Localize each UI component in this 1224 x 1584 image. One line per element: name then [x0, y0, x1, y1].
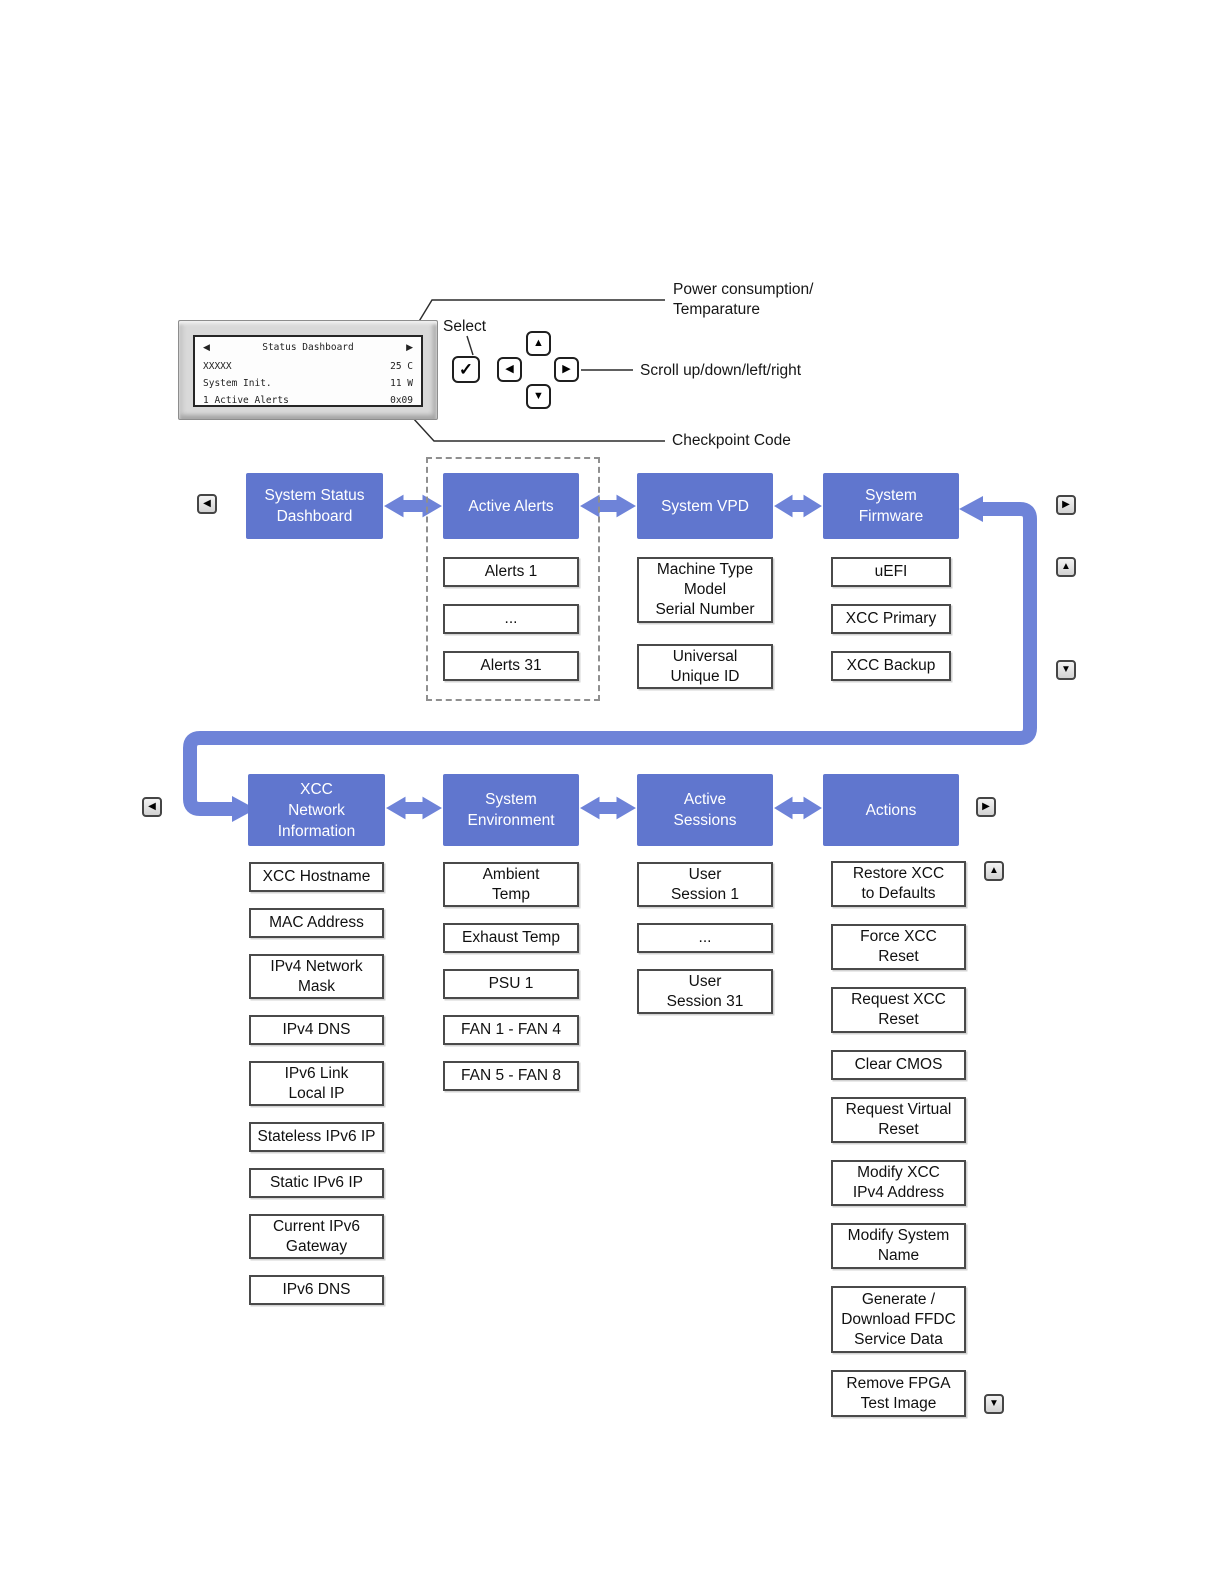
row1-nav-left-button: ◀ — [197, 494, 217, 514]
option-user-session-31: User Session 31 — [637, 969, 773, 1014]
lcd-left-arrow-icon: ◀ — [203, 342, 210, 353]
row1-nav-right-button: ▶ — [1056, 495, 1076, 515]
menu-actions: Actions — [823, 774, 959, 846]
row1-nav-down-button: ▼ — [1056, 660, 1076, 680]
down-arrow-icon: ▼ — [989, 1398, 999, 1409]
scroll-right-button: ▶ — [554, 357, 579, 382]
option-universal-unique-id: Universal Unique ID — [637, 644, 773, 689]
option-uefi: uEFI — [831, 557, 951, 587]
check-icon: ✓ — [458, 360, 474, 379]
option-alerts-1: Alerts 1 — [443, 557, 579, 587]
down-arrow-icon: ▼ — [533, 390, 544, 402]
menu-xcc-network-information: XCC Network Information — [248, 774, 385, 846]
down-arrow-icon: ▼ — [1061, 664, 1071, 675]
up-arrow-icon: ▲ — [1061, 561, 1071, 572]
menu-system-environment: System Environment — [443, 774, 579, 846]
menu-active-alerts: Active Alerts — [443, 473, 579, 539]
option-user-session-ellipsis: ... — [637, 923, 773, 953]
option-generate-ffdc: Generate / Download FFDC Service Data — [831, 1286, 966, 1353]
row2-nav-right-button: ▶ — [976, 797, 996, 817]
option-xcc-primary: XCC Primary — [831, 604, 951, 634]
option-modify-xcc-ipv4: Modify XCC IPv4 Address — [831, 1160, 966, 1206]
left-arrow-icon: ◀ — [203, 498, 211, 509]
option-ipv4-dns: IPv4 DNS — [249, 1015, 384, 1045]
menu-system-vpd: System VPD — [637, 473, 773, 539]
lcd-title: Status Dashboard — [262, 342, 354, 353]
right-arrow-icon: ▶ — [1062, 499, 1070, 510]
active-alerts-dashed-group — [426, 457, 600, 701]
menu-system-status-dashboard: System Status Dashboard — [246, 473, 383, 539]
right-arrow-icon: ▶ — [982, 801, 990, 812]
select-leader-line — [466, 335, 474, 356]
lcd-right-arrow-icon: ▶ — [406, 342, 413, 353]
up-arrow-icon: ▲ — [989, 865, 999, 876]
left-arrow-icon: ◀ — [148, 801, 156, 812]
option-user-session-1: User Session 1 — [637, 862, 773, 907]
option-ipv6-link-local-ip: IPv6 Link Local IP — [249, 1061, 384, 1106]
scroll-label: Scroll up/down/left/right — [640, 362, 802, 379]
lcd-row-power: System Init.11 W — [203, 378, 413, 389]
option-xcc-hostname: XCC Hostname — [249, 862, 384, 892]
menu-active-sessions: Active Sessions — [637, 774, 773, 846]
option-ambient-temp: Ambient Temp — [443, 862, 579, 907]
option-ipv6-dns: IPv6 DNS — [249, 1275, 384, 1305]
option-fan-1-4: FAN 1 - FAN 4 — [443, 1015, 579, 1045]
option-psu-1: PSU 1 — [443, 969, 579, 999]
option-clear-cmos: Clear CMOS — [831, 1050, 966, 1080]
option-stateless-ipv6-ip: Stateless IPv6 IP — [249, 1122, 384, 1152]
row2-nav-up-button: ▲ — [984, 861, 1004, 881]
wrap-connector-arrowhead-left — [959, 496, 983, 522]
option-force-xcc-reset: Force XCC Reset — [831, 924, 966, 970]
scroll-up-button: ▲ — [526, 331, 551, 356]
row2-nav-down-button: ▼ — [984, 1394, 1004, 1414]
menu-system-firmware: System Firmware — [823, 473, 959, 539]
option-mac-address: MAC Address — [249, 908, 384, 938]
option-request-virtual-reset: Request Virtual Reset — [831, 1097, 966, 1143]
option-ipv4-network-mask: IPv4 Network Mask — [249, 954, 384, 999]
option-fan-5-8: FAN 5 - FAN 8 — [443, 1061, 579, 1091]
option-machine-type-model-serial: Machine Type Model Serial Number — [637, 557, 773, 623]
option-static-ipv6-ip: Static IPv6 IP — [249, 1168, 384, 1198]
option-restore-xcc-defaults: Restore XCC to Defaults — [831, 861, 966, 907]
row1-nav-up-button: ▲ — [1056, 557, 1076, 577]
power-temp-label: Power consumption/ Temparature — [673, 281, 814, 318]
right-arrow-icon: ▶ — [562, 363, 571, 375]
scroll-down-button: ▼ — [526, 384, 551, 409]
row2-nav-left-button: ◀ — [142, 797, 162, 817]
scroll-left-button: ◀ — [497, 357, 522, 382]
option-alerts-31: Alerts 31 — [443, 651, 579, 681]
option-exhaust-temp: Exhaust Temp — [443, 923, 579, 953]
option-modify-system-name: Modify System Name — [831, 1223, 966, 1269]
checkpoint-leader-line — [401, 405, 665, 442]
select-label: Select — [443, 318, 487, 335]
up-arrow-icon: ▲ — [533, 337, 544, 349]
checkpoint-label: Checkpoint Code — [672, 432, 791, 449]
option-remove-fpga-test-image: Remove FPGA Test Image — [831, 1370, 966, 1417]
select-button: ✓ — [452, 356, 480, 383]
option-alerts-ellipsis: ... — [443, 604, 579, 634]
option-xcc-backup: XCC Backup — [831, 651, 951, 681]
left-arrow-icon: ◀ — [505, 363, 514, 375]
option-request-xcc-reset: Request XCC Reset — [831, 987, 966, 1033]
option-current-ipv6-gateway: Current IPv6 Gateway — [249, 1214, 384, 1259]
